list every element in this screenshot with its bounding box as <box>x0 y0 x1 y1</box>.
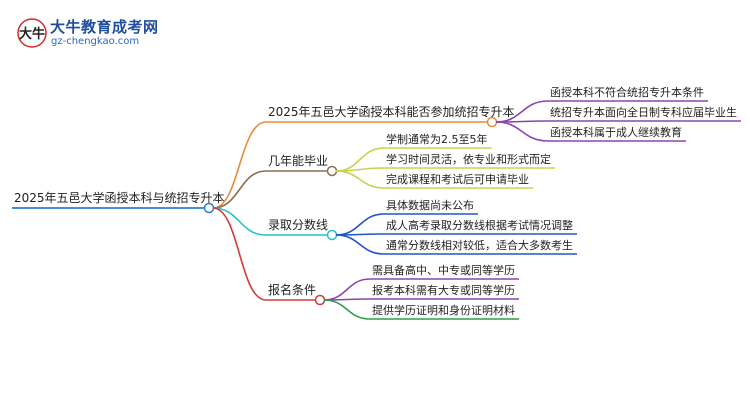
leaf-connector-0-2 <box>495 121 549 142</box>
root-node-label[interactable]: 2025年五邑大学函授本科与统招专升本 <box>14 190 225 205</box>
branch-node-label-1[interactable]: 几年能毕业 <box>268 154 328 168</box>
leaf-node-label-1-1[interactable]: 学习时间灵活，依专业和形式而定 <box>386 152 551 166</box>
leaf-node-label-1-0[interactable]: 学制通常为2.5至5年 <box>386 132 488 146</box>
branch-node-knob-1[interactable] <box>326 165 338 177</box>
leaf-node-label-2-2[interactable]: 通常分数线相对较低，适合大多数考生 <box>386 238 573 252</box>
leaf-node-label-3-1[interactable]: 报考本科需有大专或同等学历 <box>372 283 515 297</box>
branch-node-knob-0[interactable] <box>486 116 498 128</box>
branch-node-label-2[interactable]: 录取分数线 <box>268 217 328 232</box>
branch-connector-3 <box>212 207 267 301</box>
logo-url: gz-chengkao.com <box>51 36 140 47</box>
leaf-node-label-2-0[interactable]: 具体数据尚未公布 <box>386 198 474 212</box>
leaf-node-label-3-2[interactable]: 提供学历证明和身份证明材料 <box>372 303 515 317</box>
logo-title: 大牛教育成考网 <box>50 18 159 36</box>
leaf-connector-1-2 <box>335 170 385 189</box>
branch-connector-2 <box>212 207 267 236</box>
branch-node-knob-3[interactable] <box>314 294 326 306</box>
branch-node-label-3[interactable]: 报名条件 <box>268 282 316 297</box>
branch-node-label-0[interactable]: 2025年五邑大学函授本科能否参加统招专升本 <box>268 104 515 119</box>
site-logo[interactable]: 大牛 大牛教育成考网 gz-chengkao.com <box>16 14 216 54</box>
leaf-node-label-3-0[interactable]: 需具备高中、中专或同等学历 <box>372 263 515 277</box>
root-node-knob[interactable] <box>203 202 215 214</box>
branch-connector-0 <box>212 121 267 209</box>
leaf-connector-3-2 <box>323 299 371 320</box>
leaf-node-label-2-1[interactable]: 成人高考录取分数线根据考试情况调整 <box>386 218 573 232</box>
bull-logo-icon: 大牛 <box>17 18 47 48</box>
leaf-node-label-0-1[interactable]: 统招专升本面向全日制专科应届毕业生 <box>550 105 737 119</box>
leaf-connector-2-0 <box>335 213 385 236</box>
leaf-node-label-0-2[interactable]: 函授本科属于成人继续教育 <box>550 125 682 139</box>
logo-mark-text: 大牛 <box>19 26 45 42</box>
branch-connector-1 <box>212 170 267 209</box>
branch-node-knob-2[interactable] <box>326 229 338 241</box>
leaf-connector-2-2 <box>335 234 385 255</box>
leaf-node-label-0-0[interactable]: 函授本科不符合统招专升本条件 <box>550 85 704 99</box>
leaf-connector-3-0 <box>323 278 371 301</box>
leaf-node-label-1-2[interactable]: 完成课程和考试后可申请毕业 <box>386 172 529 186</box>
